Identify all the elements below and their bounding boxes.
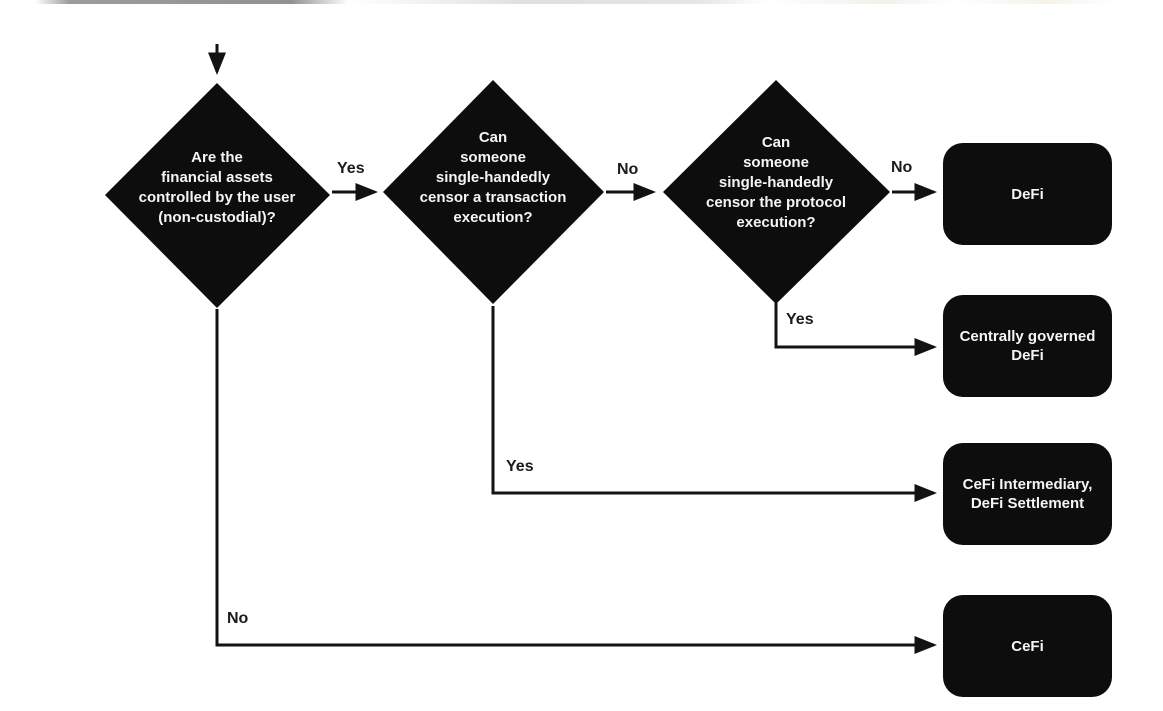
terminal-cefi-intermediary-shape <box>943 443 1112 545</box>
decision-can-censor-protocol-shape <box>663 80 890 304</box>
edge-decision3-yes-to-centrally-governed-defi <box>774 303 937 356</box>
decision-line: single-handedly <box>718 174 834 191</box>
decision-line: execution? <box>453 209 533 226</box>
decision-can-censor-protocol-label: Can someone single-handedly censor the p… <box>666 133 886 233</box>
terminal-defi-label: DeFi <box>943 143 1112 245</box>
edge-label-decision2-no: No <box>617 161 639 178</box>
decision-are-assets-non-custodial-shape <box>105 83 330 308</box>
edge-decision2-yes-to-cefi-intermediary <box>491 306 937 502</box>
edge-label-decision3-yes: Yes <box>786 311 814 328</box>
decision-can-censor-transaction-shape <box>383 80 604 304</box>
top-edge-artifact <box>0 0 1163 4</box>
edge-decision1-no-to-cefi <box>215 309 937 654</box>
decision-line: censor the protocol <box>705 194 847 211</box>
terminal-centrally-governed-defi-shape <box>943 295 1112 397</box>
terminal-line: Centrally governed <box>959 328 1096 345</box>
terminal-line: CeFi Intermediary, <box>962 476 1093 493</box>
decision-line: Can <box>478 129 508 146</box>
terminal-cefi-intermediary-label: CeFi Intermediary, DeFi Settlement <box>943 443 1112 545</box>
decision-line: (non-custodial)? <box>158 209 276 226</box>
decision-line: single-handedly <box>435 169 551 186</box>
edge-label-decision2-yes: Yes <box>506 458 534 475</box>
edge-label-decision3-no: No <box>891 159 913 176</box>
decision-line: financial assets <box>161 169 273 186</box>
edge-label-decision1-yes: Yes <box>337 160 365 177</box>
decision-line: someone <box>460 149 526 166</box>
terminal-defi-shape <box>943 143 1112 245</box>
terminal-cefi-shape <box>943 595 1112 697</box>
terminal-line: DeFi Settlement <box>970 495 1085 512</box>
terminal-line: CeFi <box>1011 637 1044 655</box>
decision-line: censor a transaction <box>419 189 567 206</box>
decision-can-censor-transaction-label: Can someone single-handedly censor a tra… <box>383 128 603 228</box>
terminal-line: DeFi <box>1011 347 1044 364</box>
decision-line: execution? <box>736 214 816 231</box>
terminal-cefi-label: CeFi <box>943 595 1112 697</box>
terminal-centrally-governed-defi-label: Centrally governed DeFi <box>943 295 1112 397</box>
decision-line: Are the <box>191 149 243 166</box>
decision-line: someone <box>743 154 809 171</box>
decision-are-assets-non-custodial-label: Are the financial assets controlled by t… <box>107 148 327 228</box>
decision-line: Can <box>761 134 791 151</box>
decision-line: controlled by the user <box>138 189 296 206</box>
terminal-line: DeFi <box>1011 185 1044 203</box>
edge-label-decision1-no: No <box>227 610 249 627</box>
